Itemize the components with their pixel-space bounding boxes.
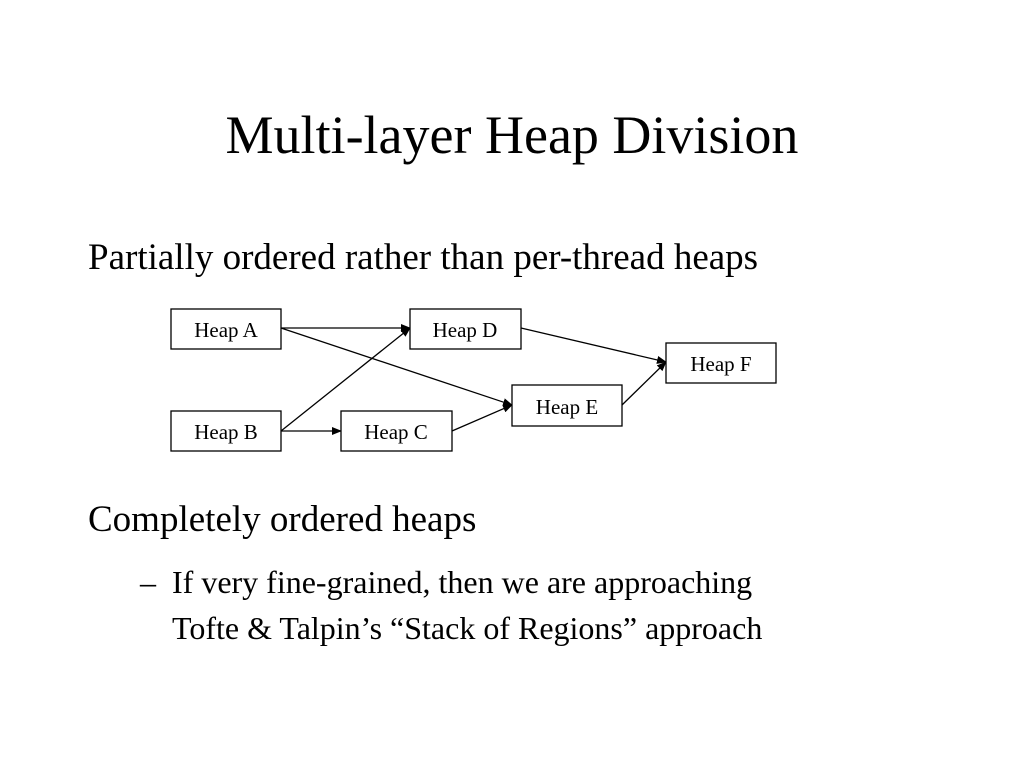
bullet-completely-ordered: Completely ordered heaps [88,499,477,540]
node-label: Heap B [194,420,258,444]
node-heap-c: Heap C [340,410,453,452]
node-label: Heap C [364,420,428,444]
node-heap-f: Heap F [665,342,777,384]
node-label: Heap F [690,352,751,376]
node-box [170,308,282,350]
node-box [340,410,453,452]
node-heap-e: Heap E [511,384,623,427]
slide-title: Multi-layer Heap Division [225,105,799,165]
node-box [409,308,522,350]
edge-d-f [520,327,667,364]
node-box [170,410,282,452]
sub-bullet-line-2: Tofte & Talpin’s “Stack of Regions” appr… [172,610,763,646]
node-label: Heap D [433,318,498,342]
node-label: Heap E [536,395,598,419]
edge-c-e [451,404,513,432]
node-label: Heap A [194,318,258,342]
node-box [665,342,777,384]
node-heap-a: Heap A [170,308,282,350]
edge-e-f [621,361,667,406]
sub-bullet-dash: – [140,564,156,600]
edge-b-d [280,327,411,432]
node-heap-b: Heap B [170,410,282,452]
node-heap-d: Heap D [409,308,522,350]
edge-a-e [280,327,513,406]
bullet-partially-ordered: Partially ordered rather than per-thread… [88,237,759,278]
edges [280,324,667,435]
node-box [511,384,623,427]
sub-bullet-line-1: If very fine-grained, then we are approa… [172,564,753,600]
